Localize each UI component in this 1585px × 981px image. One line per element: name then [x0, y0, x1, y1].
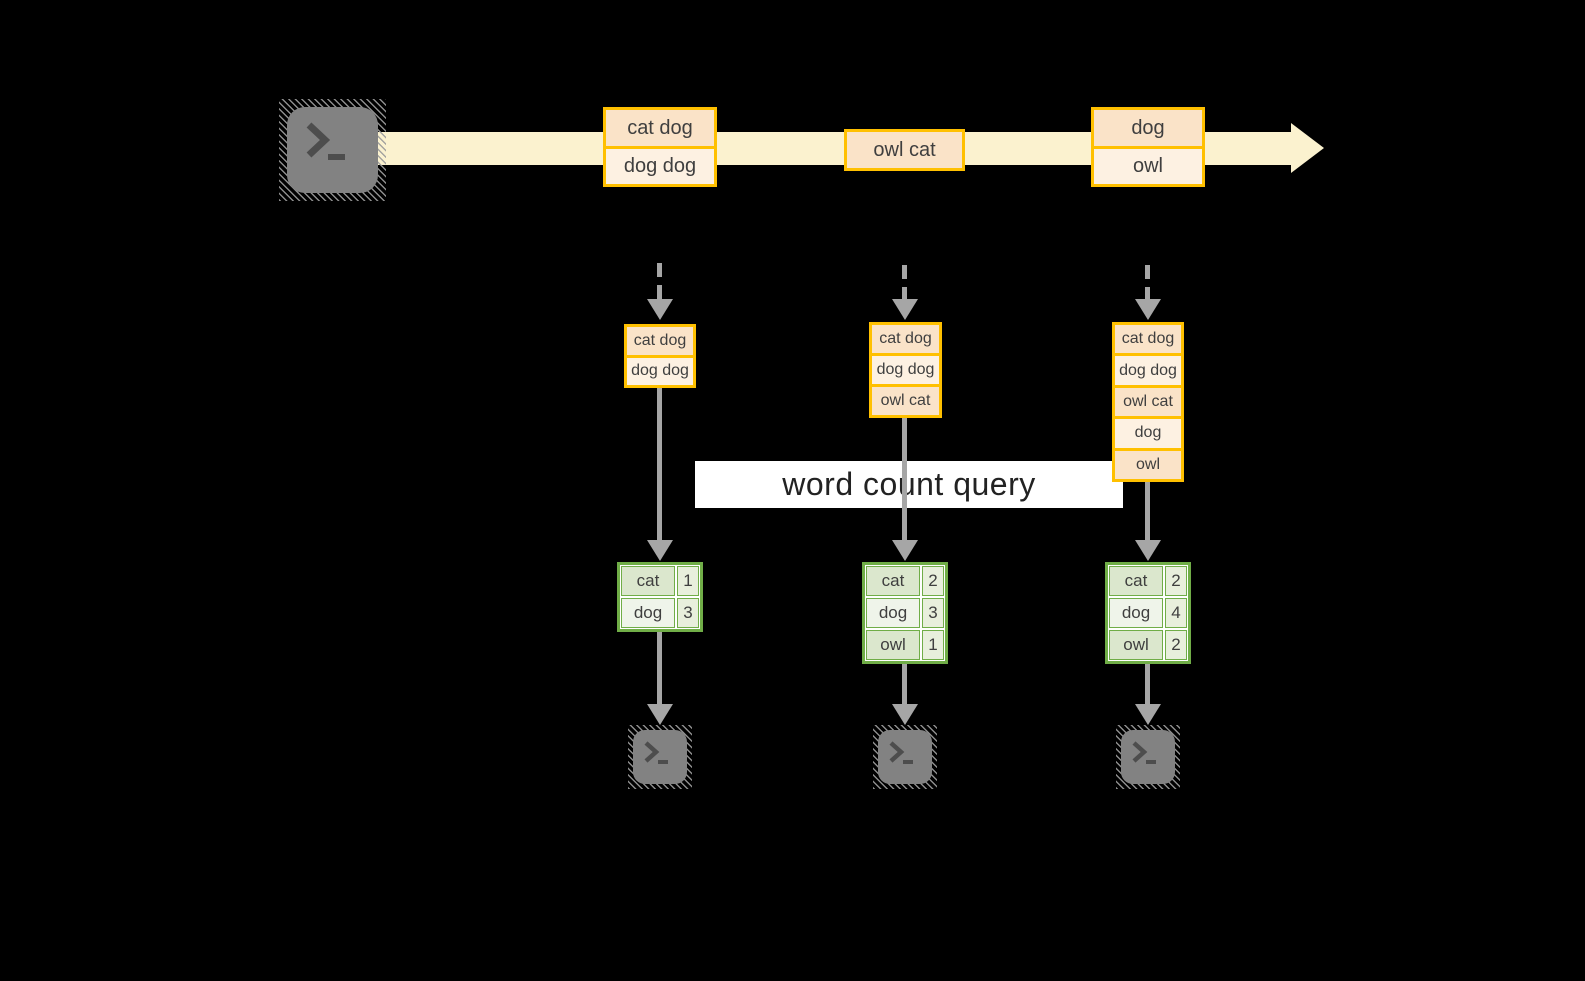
- terminal-prompt-icon: [889, 741, 913, 764]
- batch-box-1: cat dog dog dog: [603, 107, 717, 187]
- terminal-body: [878, 730, 932, 784]
- aggregate-arrow-1: [657, 388, 662, 542]
- count-table-1: cat 1 dog 3: [617, 562, 703, 632]
- word-cell: dog: [621, 598, 675, 628]
- batch-item: owl cat: [847, 132, 962, 168]
- query-band: word count query: [695, 461, 1123, 508]
- ingest-arrowhead-2: [892, 299, 918, 320]
- terminal-body: [287, 107, 378, 193]
- output-arrowhead-3: [1135, 704, 1161, 725]
- word-cell: dog: [1109, 598, 1163, 628]
- sink-terminal-icon-2: [873, 725, 937, 789]
- ingest-arrow-2: [902, 265, 907, 301]
- state-box-2: cat dog dog dog owl cat: [869, 322, 942, 418]
- source-terminal-icon: [279, 99, 386, 201]
- terminal-prompt-icon: [644, 741, 668, 764]
- count-cell: 3: [677, 598, 699, 628]
- state-row: cat dog: [627, 327, 693, 355]
- terminal-prompt-icon: [306, 122, 345, 160]
- aggregate-arrowhead-1: [647, 540, 673, 561]
- count-cell: 4: [1165, 598, 1187, 628]
- count-cell: 2: [1165, 566, 1187, 596]
- word-cell: cat: [1109, 566, 1163, 596]
- count-table-2: cat 2 dog 3 owl 1: [862, 562, 948, 664]
- batch-item: owl: [1094, 145, 1202, 184]
- count-cell: 1: [677, 566, 699, 596]
- word-cell: dog: [866, 598, 920, 628]
- state-row: owl cat: [1115, 384, 1181, 417]
- state-row: dog: [1115, 416, 1181, 448]
- word-cell: cat: [866, 566, 920, 596]
- batch-item: dog dog: [606, 145, 714, 184]
- ingest-arrowhead-3: [1135, 299, 1161, 320]
- state-row: cat dog: [872, 325, 939, 353]
- query-label: word count query: [782, 466, 1036, 502]
- output-arrow-3: [1145, 658, 1150, 706]
- word-cell: owl: [1109, 630, 1163, 660]
- output-arrowhead-2: [892, 704, 918, 725]
- batch-item: cat dog: [606, 110, 714, 146]
- word-cell: cat: [621, 566, 675, 596]
- ingest-arrow-3: [1145, 265, 1150, 301]
- state-box-1: cat dog dog dog: [624, 324, 696, 388]
- terminal-body: [1121, 730, 1175, 784]
- ingest-arrowhead-1: [647, 299, 673, 320]
- ingest-arrow-1: [657, 263, 662, 301]
- state-row: dog dog: [872, 353, 939, 384]
- terminal-body: [633, 730, 687, 784]
- aggregate-arrow-2: [902, 418, 907, 542]
- aggregate-arrowhead-2: [892, 540, 918, 561]
- count-cell: 1: [922, 630, 944, 660]
- state-box-3: cat dog dog dog owl cat dog owl: [1112, 322, 1184, 482]
- batch-item: dog: [1094, 110, 1202, 146]
- count-table-3: cat 2 dog 4 owl 2: [1105, 562, 1191, 664]
- word-cell: owl: [866, 630, 920, 660]
- state-row: cat dog: [1115, 325, 1181, 354]
- batch-box-3: dog owl: [1091, 107, 1205, 187]
- count-cell: 2: [922, 566, 944, 596]
- count-cell: 2: [1165, 630, 1187, 660]
- state-row: owl cat: [872, 384, 939, 415]
- sink-terminal-icon-1: [628, 725, 692, 789]
- count-cell: 3: [922, 598, 944, 628]
- batch-box-2: owl cat: [844, 129, 965, 171]
- state-row: dog dog: [627, 354, 693, 385]
- output-arrow-2: [902, 658, 907, 706]
- aggregate-arrowhead-3: [1135, 540, 1161, 561]
- aggregate-arrow-3: [1145, 482, 1150, 542]
- output-arrowhead-1: [647, 704, 673, 725]
- state-row: owl: [1115, 447, 1181, 480]
- output-arrow-1: [657, 628, 662, 706]
- state-row: dog dog: [1115, 353, 1181, 385]
- stream-arrowhead: [1291, 123, 1324, 173]
- sink-terminal-icon-3: [1116, 725, 1180, 789]
- terminal-prompt-icon: [1132, 741, 1156, 764]
